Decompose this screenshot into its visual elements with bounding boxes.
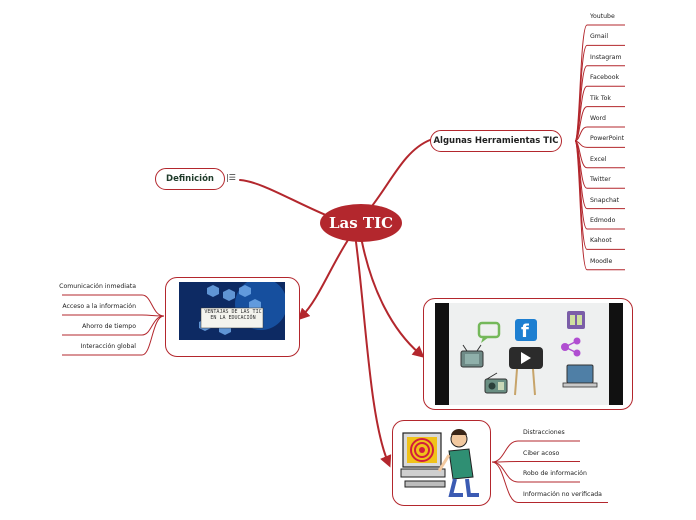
- calendar-icon: [567, 311, 585, 329]
- central-topic-las-tic[interactable]: Las TIC: [320, 204, 402, 242]
- desventaja-connector: [491, 461, 580, 463]
- desventajas-image: [400, 429, 479, 497]
- chat-bubble-icon: [477, 321, 501, 343]
- topic-definicion[interactable]: Definición: [155, 168, 225, 190]
- desventaja-item[interactable]: Distracciones: [523, 429, 565, 436]
- topic-definicion-label: Definición: [166, 174, 214, 184]
- tool-item[interactable]: Twitter: [590, 176, 611, 184]
- ventaja-item[interactable]: Acceso a la información: [62, 303, 136, 310]
- tool-item[interactable]: Kahoot: [590, 237, 612, 245]
- ventaja-item[interactable]: Ahorro de tiempo: [82, 323, 136, 330]
- tool-item[interactable]: Facebook: [590, 74, 620, 82]
- ventajas-image: [179, 282, 285, 340]
- tool-item[interactable]: Edmodo: [590, 217, 616, 224]
- desventaja-connector: [491, 440, 580, 463]
- topic-herramientas[interactable]: Algunas Herramientas TIC: [430, 130, 562, 152]
- share-icon: [561, 337, 581, 357]
- ventajas-image-frame[interactable]: VENTAJAS DE LAS TIC EN LA EDUCACIÓN: [165, 277, 300, 357]
- facebook-icon: f: [515, 319, 537, 342]
- tool-connector: [574, 140, 625, 230]
- tool-item[interactable]: PowerPoint: [590, 135, 625, 143]
- ventaja-item[interactable]: Comunicación inmediata: [59, 283, 136, 290]
- tool-item[interactable]: Youtube: [590, 13, 615, 20]
- video-frame[interactable]: f: [423, 298, 633, 410]
- ventaja-connector: [62, 315, 165, 356]
- connector-desventajas: [355, 241, 392, 468]
- connector-video: [361, 241, 425, 358]
- ventajas-image-caption: VENTAJAS DE LAS TIC EN LA EDUCACIÓN: [204, 309, 262, 321]
- notes-list-icon[interactable]: |☰: [226, 173, 236, 182]
- radio-icon: [484, 372, 508, 394]
- tv-icon: [460, 344, 484, 368]
- ventaja-connector: [62, 294, 165, 317]
- tool-connector: [574, 126, 625, 142]
- desventaja-connector: [491, 461, 608, 503]
- desventaja-item[interactable]: Ciber acoso: [523, 449, 560, 457]
- tool-item[interactable]: Moodle: [590, 257, 613, 265]
- desventajas-image-frame[interactable]: [392, 420, 491, 506]
- ventaja-item[interactable]: Interacción global: [80, 343, 136, 350]
- tool-item[interactable]: Instagram: [590, 53, 622, 61]
- connector-herramientas: [371, 139, 431, 207]
- tool-item[interactable]: Snapchat: [590, 196, 620, 204]
- tool-connector: [574, 140, 625, 169]
- play-button-icon: [509, 347, 543, 396]
- tool-item[interactable]: Gmail: [590, 33, 609, 41]
- tool-item[interactable]: Excel: [590, 155, 607, 163]
- tool-connector: [574, 140, 625, 148]
- connector-definicion: [239, 179, 329, 217]
- connector-ventajas: [297, 239, 349, 321]
- desventaja-item[interactable]: Información no verificada: [523, 490, 602, 498]
- video-thumbnail: f: [435, 303, 623, 405]
- svg-text:f: f: [521, 321, 529, 342]
- laptop-icon: [562, 364, 598, 388]
- ventaja-connector: [62, 314, 165, 317]
- tool-connector: [574, 140, 625, 271]
- tool-item[interactable]: Tik Tok: [590, 94, 611, 102]
- tool-connector: [574, 106, 625, 142]
- topic-herramientas-label: Algunas Herramientas TIC: [433, 136, 559, 146]
- central-topic-label: Las TIC: [328, 214, 394, 232]
- tool-item[interactable]: Word: [590, 115, 606, 122]
- desventaja-item[interactable]: Robo de información: [523, 470, 587, 477]
